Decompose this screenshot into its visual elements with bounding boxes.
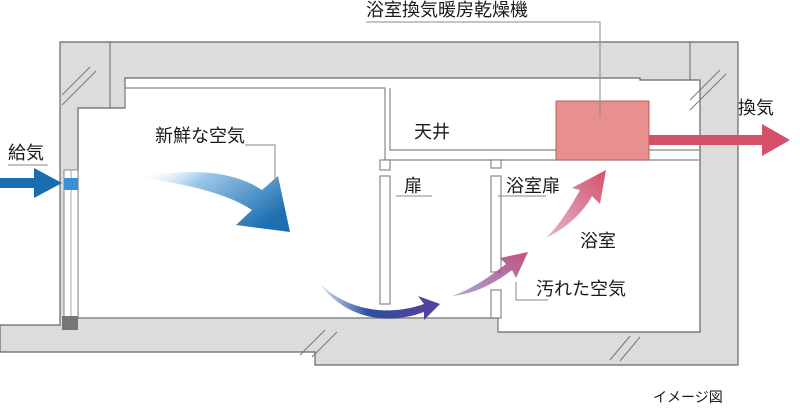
door-label: 扉 [404, 176, 422, 197]
dirty-air-label: 汚れた空気 [536, 279, 626, 300]
supply-label: 給気 [8, 143, 44, 164]
dirty-air-arrow-2 [546, 170, 606, 238]
exhaust-arrow [649, 124, 790, 156]
fresh-air-label: 新鮮な空気 [155, 126, 245, 147]
flow-arrow [320, 284, 440, 320]
supply-vent [62, 169, 79, 330]
supply-arrow [0, 168, 62, 198]
walls [0, 41, 739, 366]
bathroom-label: 浴室 [580, 231, 616, 252]
exhaust-label: 換気 [738, 98, 774, 119]
ventilation-unit [555, 100, 650, 161]
leader-lines [8, 21, 601, 301]
dirty-air-arrow-1 [452, 252, 528, 296]
ceiling-label: 天井 [414, 122, 450, 143]
caption-label: イメージ図 [653, 390, 723, 406]
fresh-air-arrow [140, 171, 290, 232]
bath-door-label: 浴室扉 [506, 176, 560, 197]
unit-label: 浴室換気暖房乾燥機 [366, 0, 528, 21]
